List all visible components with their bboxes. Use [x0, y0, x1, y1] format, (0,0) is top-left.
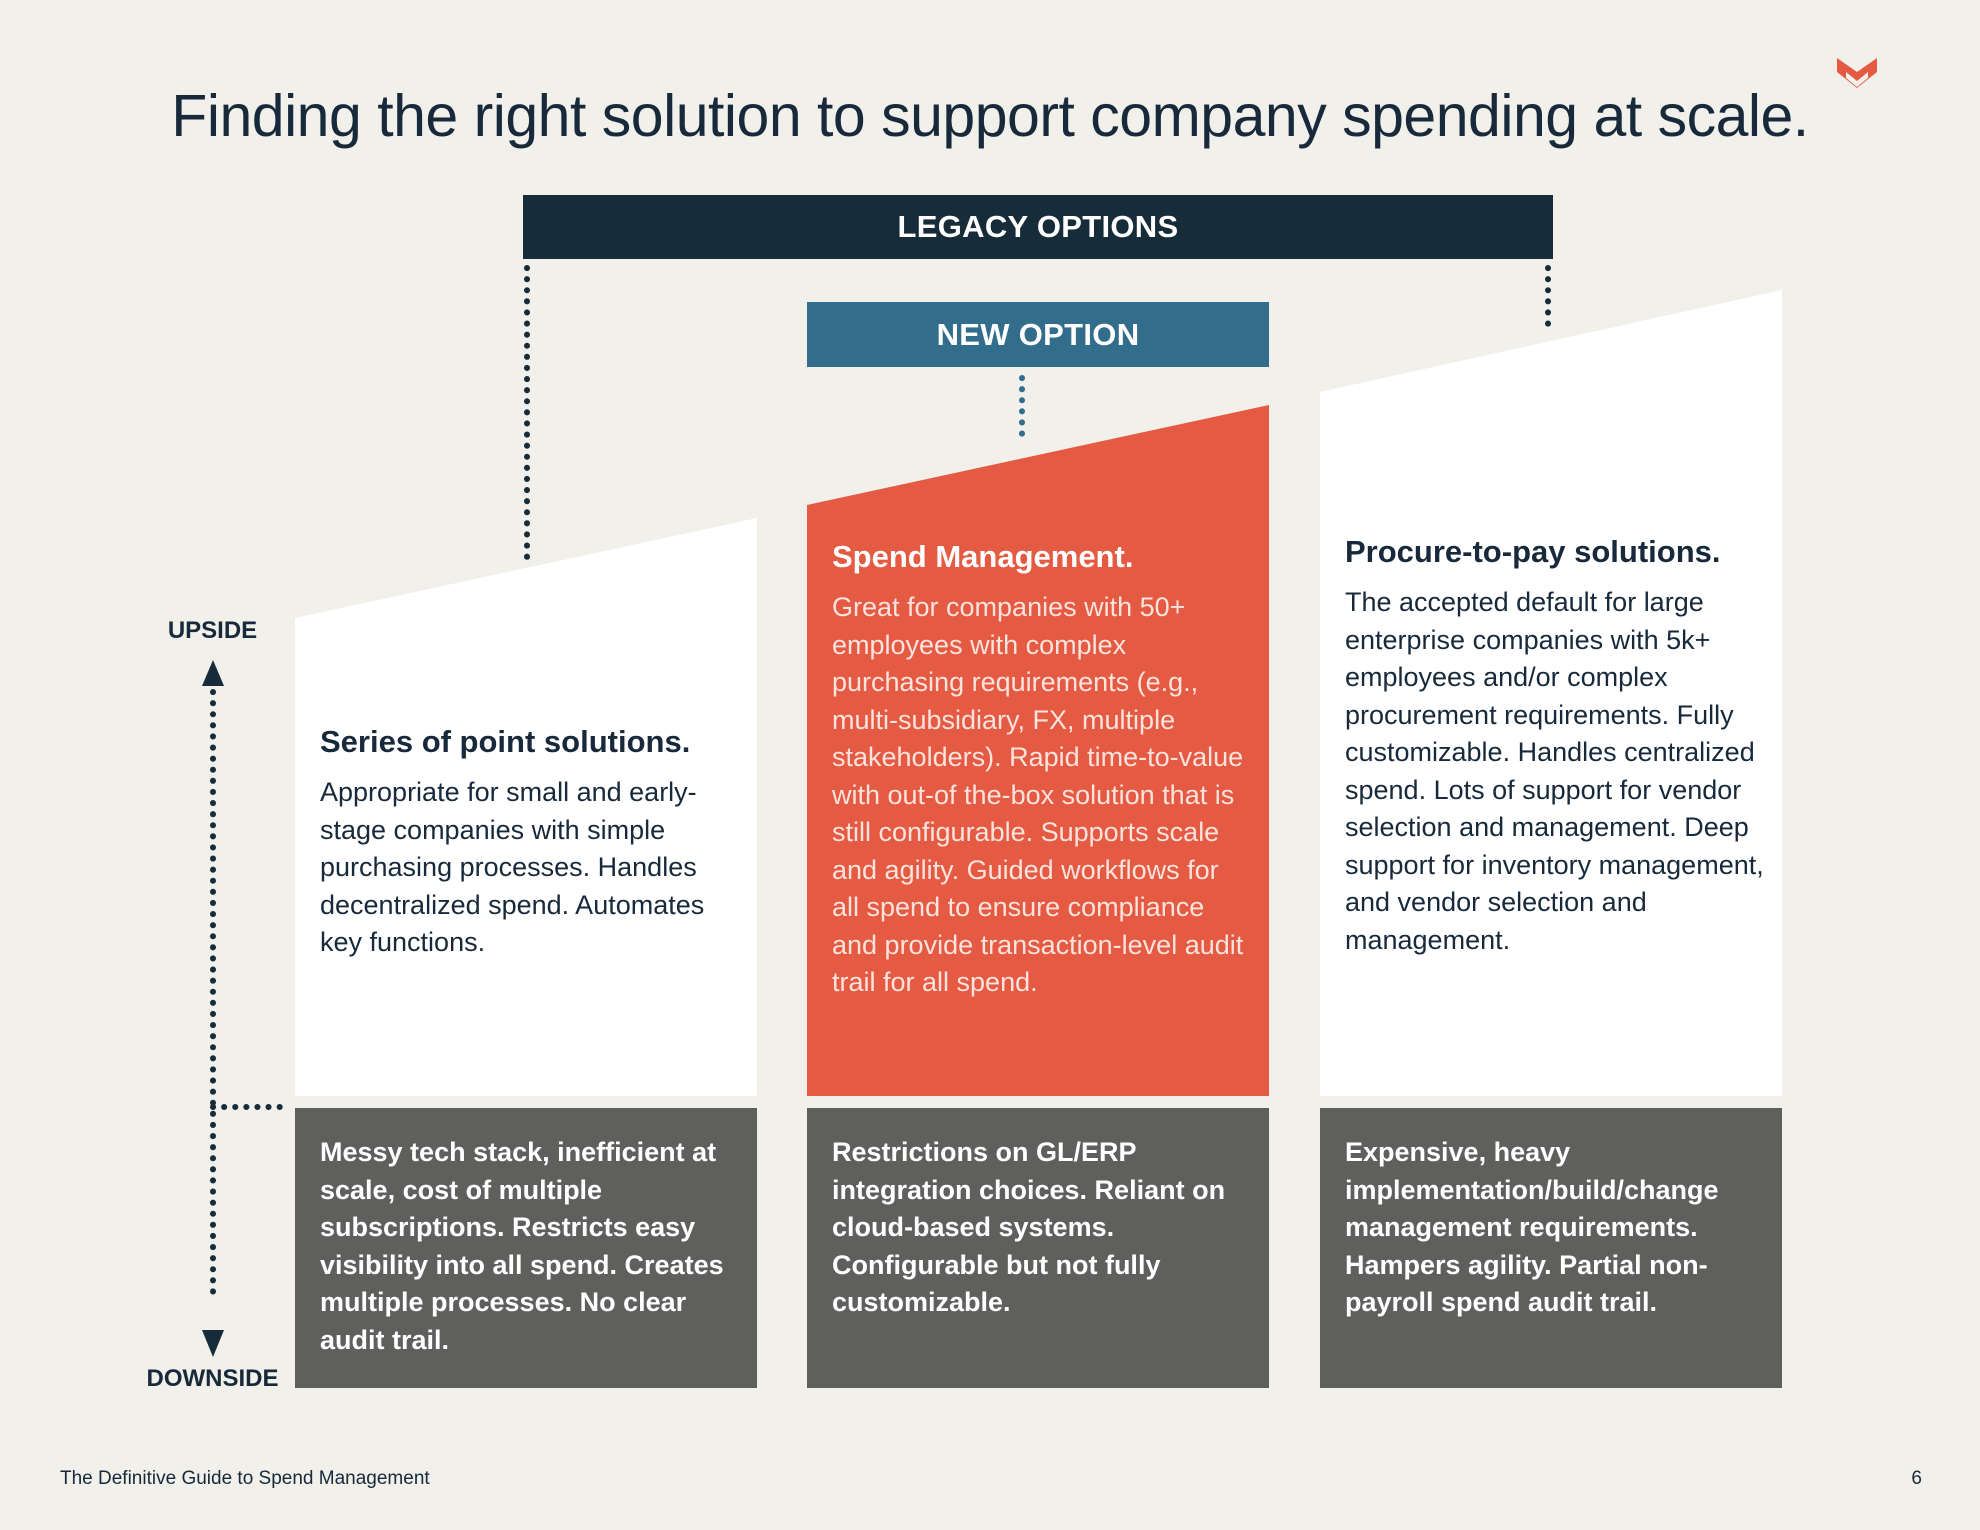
point-solutions-upside-text: Appropriate for small and early-stage co…: [320, 777, 705, 957]
arrow-up-icon: [202, 660, 224, 686]
page-number: 6: [1911, 1468, 1922, 1489]
point-solutions-downside-box: Messy tech stack, inefficient at scale, …: [295, 1108, 757, 1388]
point-solutions-downside-text: Messy tech stack, inefficient at scale, …: [320, 1137, 724, 1355]
chevron-shield-logo-icon: [1837, 58, 1877, 88]
new-option-label: NEW OPTION: [936, 316, 1140, 352]
procure-to-pay-upside: Procure-to-pay solutions. The accepted d…: [1345, 532, 1765, 959]
spend-management-upside-panel: [807, 405, 1269, 1096]
spend-management-upside: Spend Management. Great for companies wi…: [832, 537, 1252, 1002]
spend-management-upside-text: Great for companies with 50+ employees w…: [832, 592, 1244, 997]
new-option-banner: NEW OPTION: [807, 302, 1269, 367]
spend-management-downside-text: Restrictions on GL/ERP integration choic…: [832, 1137, 1226, 1317]
procure-to-pay-upside-text: The accepted default for large enterpris…: [1345, 587, 1764, 955]
point-solutions-heading: Series of point solutions.: [320, 724, 691, 759]
procure-to-pay-heading: Procure-to-pay solutions.: [1345, 534, 1721, 569]
spend-management-downside-box: Restrictions on GL/ERP integration choic…: [807, 1108, 1269, 1388]
legacy-options-label: LEGACY OPTIONS: [897, 209, 1179, 244]
procure-to-pay-upside-panel: [1320, 290, 1782, 1096]
spend-management-heading: Spend Management.: [832, 539, 1134, 574]
downside-label: DOWNSIDE: [146, 1365, 279, 1392]
arrow-down-icon: [202, 1330, 224, 1357]
page-title: Finding the right solution to support co…: [171, 83, 1809, 149]
point-solutions-upside-panel: [295, 518, 757, 1096]
footer-title: The Definitive Guide to Spend Management: [60, 1468, 430, 1489]
upside-label: UPSIDE: [167, 617, 258, 644]
procure-to-pay-downside-box: Expensive, heavy implementation/build/ch…: [1320, 1108, 1782, 1388]
point-solutions-upside: Series of point solutions. Appropriate f…: [320, 722, 740, 962]
procure-to-pay-downside-text: Expensive, heavy implementation/build/ch…: [1345, 1137, 1719, 1317]
legacy-options-banner: LEGACY OPTIONS: [523, 195, 1553, 259]
